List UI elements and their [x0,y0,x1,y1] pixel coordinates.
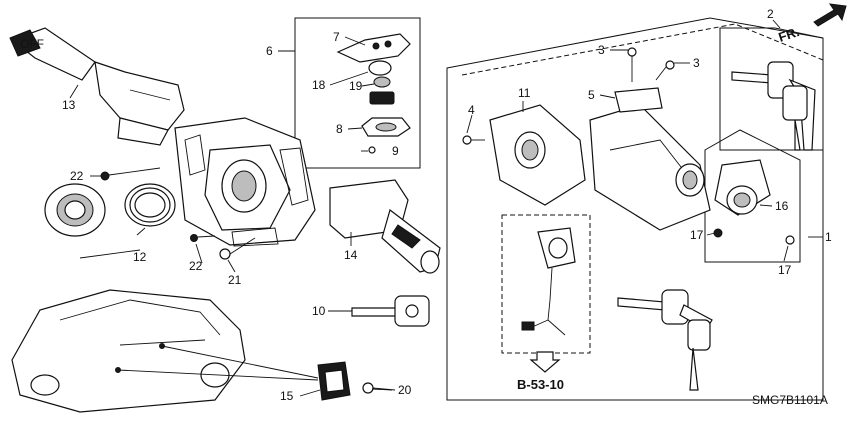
callout-18: 18 [312,78,326,92]
front-direction-label: FR. [777,24,802,45]
callout-14: 14 [344,248,358,262]
screw-22-upper [100,167,161,181]
steering-lock-body [589,104,711,231]
immobilizer-unit [521,227,576,373]
shear-bolt-3-right [655,60,675,81]
key-cylinder [714,159,771,216]
shear-bolt-3-left [627,47,637,82]
lock-assembly-dash [461,23,824,76]
screw-17-left [713,228,723,238]
leader-lines [69,19,823,397]
callout-13: 13 [62,98,76,112]
key-set-frame [719,27,824,151]
cable-reel-coil [124,183,176,227]
callout-16: 16 [775,199,789,213]
callout-3-right: 3 [693,56,700,70]
key-cover [361,117,411,137]
callout-10: 10 [312,304,326,318]
wiper-switch-arm: OFF [9,27,185,146]
vehicle-outline [11,289,319,413]
key-set-upper [731,61,816,151]
transponder-parts [368,60,395,105]
callout-2: 2 [767,7,774,21]
callout-17-left: 17 [690,228,704,242]
cable-reel-ring-left [44,183,106,237]
screw-22-lower [190,234,216,242]
screw-21 [219,237,256,260]
reference-label: B-53-10 [517,377,564,392]
callout-4: 4 [468,103,475,117]
immobilizer-frame [501,214,591,354]
callout-1: 1 [825,230,832,244]
lock-bracket [614,87,663,113]
svg-text:OFF: OFF [20,37,44,51]
down-arrow-icon [529,351,561,373]
callout-8: 8 [336,122,343,136]
screw-4 [462,135,485,145]
screw-17-right [785,235,795,245]
bolt-20 [362,382,396,394]
callout-5: 5 [588,88,595,102]
callout-9: 9 [392,144,399,158]
callout-17-right: 17 [778,263,792,277]
callout-3-left: 3 [598,43,605,57]
callout-11: 11 [518,86,531,100]
key-blank [351,295,430,327]
ignition-switch-housing [489,104,586,206]
callout-22-upper: 22 [70,169,84,183]
callout-22-lower: 22 [189,259,203,273]
callout-19: 19 [349,79,363,93]
callout-6: 6 [266,44,273,58]
callout-21: 21 [228,273,242,287]
callout-7: 7 [333,30,340,44]
lock-assembly-frame [446,17,824,401]
callout-12: 12 [133,250,147,264]
callout-20: 20 [398,383,412,397]
remote-key-shell [336,33,411,63]
front-arrow-icon [813,3,847,27]
diagram-code: SMG7B1101A [752,393,828,407]
key-set-lower [617,289,713,391]
key-transponder-frame [294,17,421,169]
lighting-switch-arm [329,179,441,274]
key-screw [368,146,376,154]
door-lock-switch [317,361,351,401]
cylinder-subframe [704,129,801,263]
combination-switch-body [174,117,316,247]
callout-15: 15 [280,389,294,403]
